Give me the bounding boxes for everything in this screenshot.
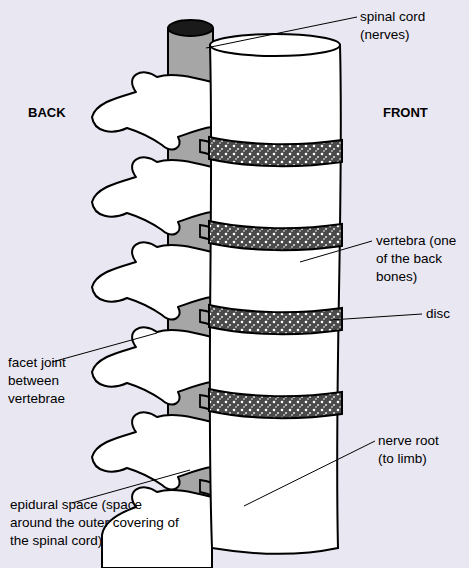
part-label: spinal cord (nerves): [360, 8, 455, 44]
part-label: epidural space (space around the outer c…: [10, 496, 185, 550]
part-label: disc: [426, 305, 450, 323]
disc-band: [209, 305, 342, 334]
vertebral-arch: [92, 157, 212, 234]
vertebral-body-top: [210, 34, 340, 56]
leader-line: [206, 17, 357, 48]
vertebral-arch: [92, 72, 212, 149]
discs: [209, 137, 342, 418]
part-label: vertebra (one of the back bones): [376, 232, 458, 286]
disc-band: [209, 389, 342, 418]
leader-line: [244, 441, 375, 506]
disc-band: [209, 137, 342, 166]
vertebral-arch: [92, 412, 212, 489]
part-label: facet joint between vertebrae: [8, 354, 98, 408]
leader-line: [300, 241, 372, 262]
part-label: nerve root (to limb): [378, 432, 458, 468]
spinal-cord-end: [168, 20, 213, 36]
direction-label: FRONT: [383, 104, 428, 122]
vertebral-bodies: [210, 34, 341, 554]
leader-line: [330, 314, 422, 320]
disc-band: [209, 221, 342, 250]
vertebral-arches: [92, 72, 212, 568]
vertebral-arch: [92, 242, 212, 319]
leader-line: [52, 333, 157, 362]
direction-label: BACK: [28, 104, 66, 122]
vertebral-arch: [92, 327, 212, 404]
vertebral-body: [210, 45, 341, 554]
leader-lines: [52, 17, 422, 506]
